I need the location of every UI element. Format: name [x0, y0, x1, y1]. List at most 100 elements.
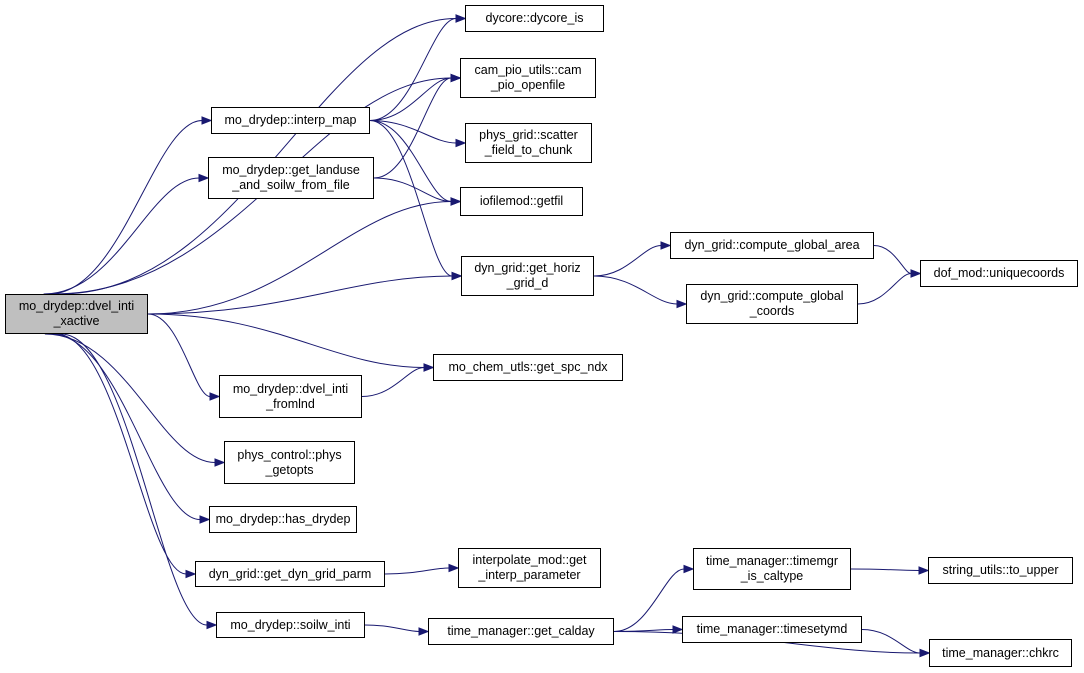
- node-label-line: _field_to_chunk: [484, 143, 573, 157]
- edge-root-to-interp_map: [49, 120, 203, 295]
- node-label-line: dyn_grid::get_horiz: [474, 261, 581, 275]
- edge-interp_map-to-getfil: [369, 120, 452, 202]
- node-label-line: interpolate_mod::get: [472, 553, 587, 567]
- edge-timesetymd-to-chkrc: [861, 629, 921, 654]
- node-uniquecoords[interactable]: dof_mod::uniquecoords: [920, 260, 1078, 287]
- node-label-line: iofilemod::getfil: [479, 194, 564, 208]
- arrowhead-get_landuse-to-getfil: [450, 197, 462, 206]
- edge-interp_map-to-dycore_is: [369, 18, 457, 121]
- node-label-line: mo_drydep::interp_map: [224, 113, 357, 127]
- arrowhead-timemgr_is_caltype-to-to_upper: [918, 566, 930, 575]
- node-compute-global-area[interactable]: dyn_grid::compute_global_area: [670, 232, 874, 259]
- arrowhead-interp_map-to-dycore_is: [455, 14, 467, 23]
- node-label-line: mo_drydep::soilw_inti: [230, 617, 351, 632]
- edge-root-to-getfil: [147, 201, 452, 315]
- arrowhead-compute_global_coords-to-uniquecoords: [910, 269, 922, 278]
- arrowhead-root-to-has_drydep: [199, 515, 211, 524]
- node-get-horiz-grid-d[interactable]: dyn_grid::get_horiz_grid_d: [461, 256, 594, 296]
- edge-compute_global_coords-to-uniquecoords: [857, 273, 912, 305]
- edge-soilw_inti-to-get_calday: [364, 624, 420, 632]
- edge-compute_global_area-to-uniquecoords: [873, 245, 912, 274]
- node-label-line: _pio_openfile: [490, 78, 566, 92]
- edge-root-to-get_horiz_grid_d: [147, 275, 453, 315]
- edge-get_calday-to-timemgr_is_caltype: [613, 568, 685, 632]
- node-label-line: mo_drydep::dvel_inti: [18, 299, 135, 313]
- node-get-interp-parameter[interactable]: interpolate_mod::get_interp_parameter: [458, 548, 601, 588]
- edge-dvel_inti_fromlnd-to-get_spc_ndx: [361, 367, 425, 397]
- node-get-landuse-and-soilw-from-file[interactable]: mo_drydep::get_landuse_and_soilw_from_fi…: [208, 157, 374, 199]
- edge-timemgr_is_caltype-to-to_upper: [850, 568, 920, 571]
- node-label-line: time_manager::chkrc: [942, 645, 1059, 660]
- edge-root-to-get_dyn_grid_parm: [55, 333, 187, 575]
- arrowhead-get_calday-to-timemgr_is_caltype: [683, 564, 695, 574]
- edge-root-to-phys_getopts: [44, 333, 216, 463]
- edge-get_dyn_grid_parm-to-get_interp_parameter: [384, 567, 450, 575]
- node-label-line: _xactive: [53, 314, 100, 328]
- node-timemgr-is-caltype[interactable]: time_manager::timemgr_is_caltype: [693, 548, 851, 590]
- arrowhead-get_dyn_grid_parm-to-get_interp_parameter: [448, 563, 460, 573]
- arrowhead-get_landuse-to-cam_pio_openfile: [450, 73, 462, 83]
- edge-root-to-get_landuse: [43, 177, 200, 295]
- arrowhead-soilw_inti-to-get_calday: [418, 627, 430, 636]
- arrowhead-get_horiz_grid_d-to-compute_global_area: [660, 241, 672, 250]
- node-dvel-inti-xactive: mo_drydep::dvel_inti_xactive: [5, 294, 148, 334]
- node-dvel-inti-fromlnd[interactable]: mo_drydep::dvel_inti_fromlnd: [219, 375, 362, 418]
- node-label-line: mo_chem_utls::get_spc_ndx: [448, 360, 608, 374]
- node-label-line: time_manager::timemgr: [706, 554, 838, 568]
- node-getfil[interactable]: iofilemod::getfil: [460, 187, 583, 216]
- node-label-line: mo_drydep::has_drydep: [215, 512, 351, 526]
- node-label-line: dyn_grid::compute_global: [700, 289, 844, 303]
- arrowhead-root-to-interp_map: [201, 116, 213, 125]
- arrowhead-root-to-phys_getopts: [214, 458, 226, 467]
- node-label-line: mo_drydep::dvel_inti: [232, 381, 349, 396]
- node-has-drydep[interactable]: mo_drydep::has_drydep: [209, 506, 357, 533]
- node-label-line: _is_caltype: [740, 569, 804, 583]
- edge-interp_map-to-scatter_field: [369, 120, 457, 144]
- node-get-spc-ndx[interactable]: mo_chem_utls::get_spc_ndx: [433, 354, 623, 381]
- arrowhead-get_calday-to-timesetymd: [672, 625, 684, 634]
- node-label-line: dycore::dycore_is: [485, 11, 584, 25]
- node-label-line: dof_mod::uniquecoords: [933, 266, 1065, 280]
- node-cam-pio-openfile[interactable]: cam_pio_utils::cam_pio_openfile: [460, 58, 596, 98]
- node-chkrc[interactable]: time_manager::chkrc: [929, 639, 1072, 667]
- node-get-calday[interactable]: time_manager::get_calday: [428, 618, 614, 645]
- arrowhead-get_horiz_grid_d-to-compute_global_coords: [676, 299, 688, 309]
- arrowhead-root-to-get_landuse: [198, 173, 210, 183]
- node-label-line: string_utils::to_upper: [942, 563, 1059, 577]
- node-label-line: time_manager::get_calday: [447, 624, 595, 638]
- edge-root-to-get_spc_ndx: [147, 313, 425, 368]
- edge-get_landuse-to-getfil: [373, 177, 452, 202]
- arrowhead-interp_map-to-get_horiz_grid_d: [451, 271, 463, 281]
- arrowhead-root-to-dvel_inti_fromlnd: [209, 392, 221, 401]
- node-phys-getopts[interactable]: phys_control::phys_getopts: [224, 441, 355, 484]
- arrowhead-interp_map-to-scatter_field: [455, 138, 467, 148]
- node-label-line: time_manager::timesetymd: [696, 622, 848, 636]
- node-scatter-field-to-chunk[interactable]: phys_grid::scatter_field_to_chunk: [465, 123, 592, 163]
- edge-root-to-has_drydep: [50, 333, 201, 520]
- node-label-line: _getopts: [265, 462, 314, 477]
- edge-root-to-dvel_inti_fromlnd: [147, 313, 211, 397]
- node-label-line: _coords: [749, 304, 795, 318]
- arrowhead-root-to-soilw_inti: [206, 620, 218, 630]
- node-label-line: _grid_d: [506, 276, 549, 290]
- node-timesetymd[interactable]: time_manager::timesetymd: [682, 616, 862, 643]
- node-label-line: phys_control::phys: [237, 447, 342, 462]
- node-soilw-inti[interactable]: mo_drydep::soilw_inti: [216, 612, 365, 638]
- node-label-line: cam_pio_utils::cam: [474, 63, 582, 77]
- edge-root-to-dycore_is: [59, 18, 457, 295]
- edge-interp_map-to-cam_pio_openfile: [369, 77, 452, 121]
- node-interp-map[interactable]: mo_drydep::interp_map: [211, 107, 370, 134]
- edge-get_horiz_grid_d-to-compute_global_coords: [593, 275, 678, 305]
- edge-get_landuse-to-cam_pio_openfile: [373, 77, 452, 179]
- node-label-line: _fromlnd: [266, 396, 315, 411]
- node-label-line: _interp_parameter: [478, 568, 581, 582]
- edge-get_horiz_grid_d-to-compute_global_area: [593, 245, 662, 277]
- node-dycore-is[interactable]: dycore::dycore_is: [465, 5, 604, 32]
- node-compute-global-coords[interactable]: dyn_grid::compute_global_coords: [686, 284, 858, 324]
- node-label-line: dyn_grid::compute_global_area: [684, 238, 860, 252]
- edge-root-to-soilw_inti: [61, 333, 208, 626]
- arrowhead-root-to-get_dyn_grid_parm: [185, 569, 197, 579]
- node-get-dyn-grid-parm[interactable]: dyn_grid::get_dyn_grid_parm: [195, 561, 385, 587]
- node-to-upper[interactable]: string_utils::to_upper: [928, 557, 1073, 584]
